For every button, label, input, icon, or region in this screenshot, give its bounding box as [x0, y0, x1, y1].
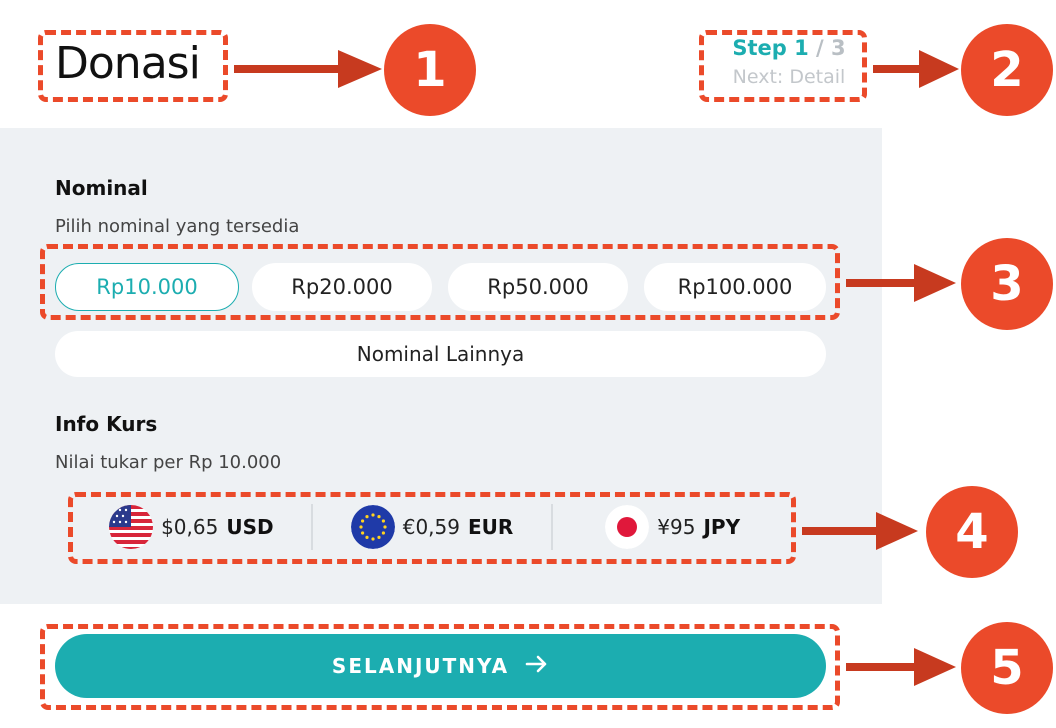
- rate-divider: [551, 504, 554, 550]
- nominal-title: Nominal: [55, 176, 148, 200]
- nominal-subtitle: Pilih nominal yang tersedia: [55, 216, 300, 237]
- nominal-option-50000[interactable]: Rp50.000: [448, 263, 628, 311]
- annotation-badge-4: 4: [926, 486, 1018, 578]
- page-title: Donasi: [55, 38, 201, 89]
- annotation-box-1: [38, 30, 228, 102]
- next-button-label: SELANJUTNYA: [331, 654, 510, 678]
- rate-jpy-amount: ¥95: [657, 515, 696, 539]
- nominal-option-20000[interactable]: Rp20.000: [252, 263, 432, 311]
- rate-eur-amount: €0,59: [402, 515, 460, 539]
- us-flag-icon: [109, 505, 154, 549]
- step-label: Step: [732, 36, 787, 60]
- nominal-other-button[interactable]: Nominal Lainnya: [55, 331, 826, 377]
- step-current: 1: [794, 36, 809, 60]
- rate-eur-code: EUR: [467, 515, 514, 539]
- rate-jpy-code: JPY: [703, 515, 741, 539]
- annotation-box-3: [40, 244, 840, 320]
- rate-jpy: ¥95 JPY: [553, 505, 792, 549]
- rate-usd-amount: $0,65: [161, 515, 219, 539]
- annotation-arrow-1: [234, 50, 382, 88]
- nominal-option-100000[interactable]: Rp100.000: [644, 263, 826, 311]
- annotation-box-4: [68, 492, 796, 564]
- annotation-arrow-4: [802, 512, 918, 550]
- rate-usd: $0,65 USD: [72, 505, 311, 549]
- eu-flag-icon: [350, 505, 395, 549]
- arrow-right-icon: [525, 654, 549, 679]
- kurs-title: Info Kurs: [55, 412, 158, 436]
- step-total: 3: [831, 36, 846, 60]
- next-step-label: Next: Detail: [732, 66, 846, 88]
- nominal-option-10000[interactable]: Rp10.000: [55, 263, 239, 311]
- annotation-arrow-5: [846, 648, 956, 686]
- annotation-arrow-2: [873, 50, 959, 88]
- annotation-badge-2: 2: [961, 24, 1053, 116]
- rate-usd-code: USD: [226, 515, 274, 539]
- annotation-badge-5: 5: [961, 622, 1053, 714]
- exchange-rates: $0,65 USD €0,59 EUR ¥95 J: [72, 498, 792, 556]
- rate-divider: [310, 504, 313, 550]
- kurs-subtitle: Nilai tukar per Rp 10.000: [55, 452, 282, 473]
- annotation-arrow-3: [846, 264, 956, 302]
- annotation-badge-3: 3: [961, 238, 1053, 330]
- annotation-box-2: [699, 30, 867, 102]
- step-separator: /: [816, 36, 824, 60]
- step-indicator: Step 1 / 3 Next: Detail: [715, 36, 863, 88]
- step-progress: Step 1 / 3: [715, 36, 863, 60]
- annotation-box-5: [40, 624, 840, 710]
- annotation-badge-1: 1: [384, 24, 476, 116]
- jp-flag-icon: [605, 505, 650, 549]
- rate-eur: €0,59 EUR: [313, 505, 552, 549]
- next-button[interactable]: SELANJUTNYA: [55, 634, 826, 698]
